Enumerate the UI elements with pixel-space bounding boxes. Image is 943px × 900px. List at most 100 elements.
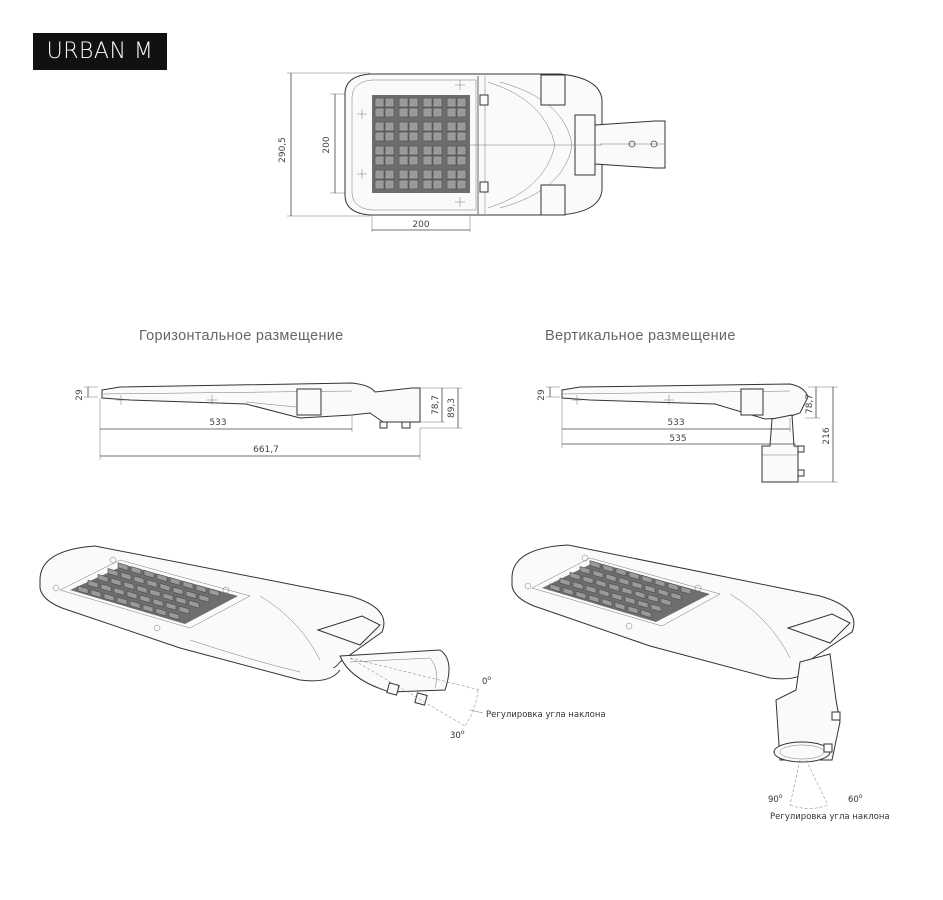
- iso-v-angle-left: 90о: [768, 793, 783, 805]
- led-cell: [374, 169, 385, 180]
- h-dim-thickness: 29: [75, 389, 85, 401]
- led-cell: [605, 573, 617, 583]
- led-cell: [120, 571, 132, 581]
- led-cell: [100, 583, 112, 593]
- led-cell: [456, 145, 467, 156]
- led-cell: [162, 592, 174, 602]
- led-cell: [398, 145, 409, 156]
- led-cell: [398, 107, 409, 118]
- led-cell: [130, 566, 142, 575]
- dim-panel-width: 200: [412, 220, 429, 230]
- led-cell: [374, 97, 385, 108]
- led-cell: [640, 609, 652, 618]
- led-cell: [384, 145, 395, 156]
- led-cell: [432, 145, 443, 156]
- led-cell: [155, 607, 167, 617]
- led-cell: [149, 588, 161, 598]
- led-cell: [129, 600, 141, 610]
- led-cell: [456, 179, 467, 190]
- led-cell: [143, 569, 155, 579]
- led-cell: [611, 592, 623, 602]
- led-cell: [165, 601, 177, 611]
- led-cell: [422, 131, 433, 142]
- led-cell: [384, 107, 395, 118]
- led-cell: [641, 575, 653, 584]
- led-cell: [384, 131, 395, 142]
- led-cell: [446, 131, 457, 142]
- led-cell: [667, 582, 679, 592]
- led-cell: [384, 97, 395, 108]
- led-cell: [579, 566, 591, 575]
- led-cell: [601, 598, 613, 607]
- led-cell: [198, 594, 210, 603]
- led-cell: [97, 573, 109, 583]
- iso-h-tilt-note: Регулировка угла наклона: [486, 710, 606, 720]
- led-cell: [182, 580, 194, 590]
- v-dim-length-body: 533: [667, 418, 684, 428]
- led-cell: [113, 587, 125, 596]
- led-cell: [126, 590, 138, 600]
- led-cell: [168, 611, 180, 621]
- led-cell: [152, 598, 164, 607]
- led-cell: [195, 584, 207, 594]
- led-cell: [398, 169, 409, 180]
- led-cell: [408, 97, 419, 108]
- led-cell: [384, 121, 395, 132]
- led-cell: [446, 107, 457, 118]
- led-cell: [142, 604, 154, 613]
- led-cell: [660, 597, 672, 607]
- led-cell: [456, 97, 467, 108]
- led-cell: [90, 589, 102, 598]
- dim-overall-height: 290,5: [278, 137, 288, 163]
- dim-panel-height: 200: [322, 136, 332, 153]
- led-cell: [123, 581, 135, 591]
- iso-h-angle-min: 0о: [482, 675, 491, 687]
- led-cell: [670, 591, 682, 601]
- led-cell: [446, 97, 457, 108]
- led-cell: [572, 581, 584, 591]
- led-cell: [432, 107, 443, 118]
- led-cell: [408, 145, 419, 156]
- horizontal-placement-title: Горизонтальное размещение: [139, 328, 344, 344]
- led-cell: [374, 121, 385, 132]
- v-dim-thickness: 29: [537, 389, 547, 401]
- led-cell: [615, 567, 627, 577]
- led-cell: [422, 97, 433, 108]
- led-cell: [575, 590, 587, 600]
- led-cell: [621, 586, 633, 596]
- led-cell: [549, 583, 561, 593]
- h-dim-length-body: 533: [209, 418, 226, 428]
- led-cell: [446, 145, 457, 156]
- led-cell: [398, 97, 409, 108]
- led-cell: [374, 131, 385, 142]
- led-cell: [446, 169, 457, 180]
- led-cell: [588, 594, 600, 604]
- led-cell: [398, 155, 409, 166]
- vertical-side-view: 29 78,7 216 533 535: [537, 383, 838, 483]
- led-cell: [562, 587, 574, 596]
- led-cell: [456, 107, 467, 118]
- led-cell: [384, 169, 395, 180]
- iso-vertical-view: 90о 60о Регулировка угла наклона: [511, 544, 890, 822]
- led-cell: [569, 571, 581, 581]
- led-cell: [172, 586, 184, 596]
- led-cell: [618, 577, 630, 586]
- led-cell: [627, 605, 639, 615]
- led-cell: [432, 169, 443, 180]
- led-cell: [647, 594, 659, 603]
- led-cell: [374, 155, 385, 166]
- h-dim-length-total: 661,7: [253, 445, 279, 455]
- led-cell: [136, 585, 148, 594]
- led-cell: [628, 571, 640, 580]
- led-cell: [559, 577, 571, 587]
- led-cell: [446, 121, 457, 132]
- led-cell: [103, 592, 115, 602]
- led-cell: [77, 585, 89, 595]
- led-cell: [422, 121, 433, 132]
- led-cell: [602, 563, 614, 573]
- led-cell: [116, 596, 128, 606]
- led-cell: [175, 596, 187, 605]
- led-cell: [374, 107, 385, 118]
- led-cell: [446, 179, 457, 190]
